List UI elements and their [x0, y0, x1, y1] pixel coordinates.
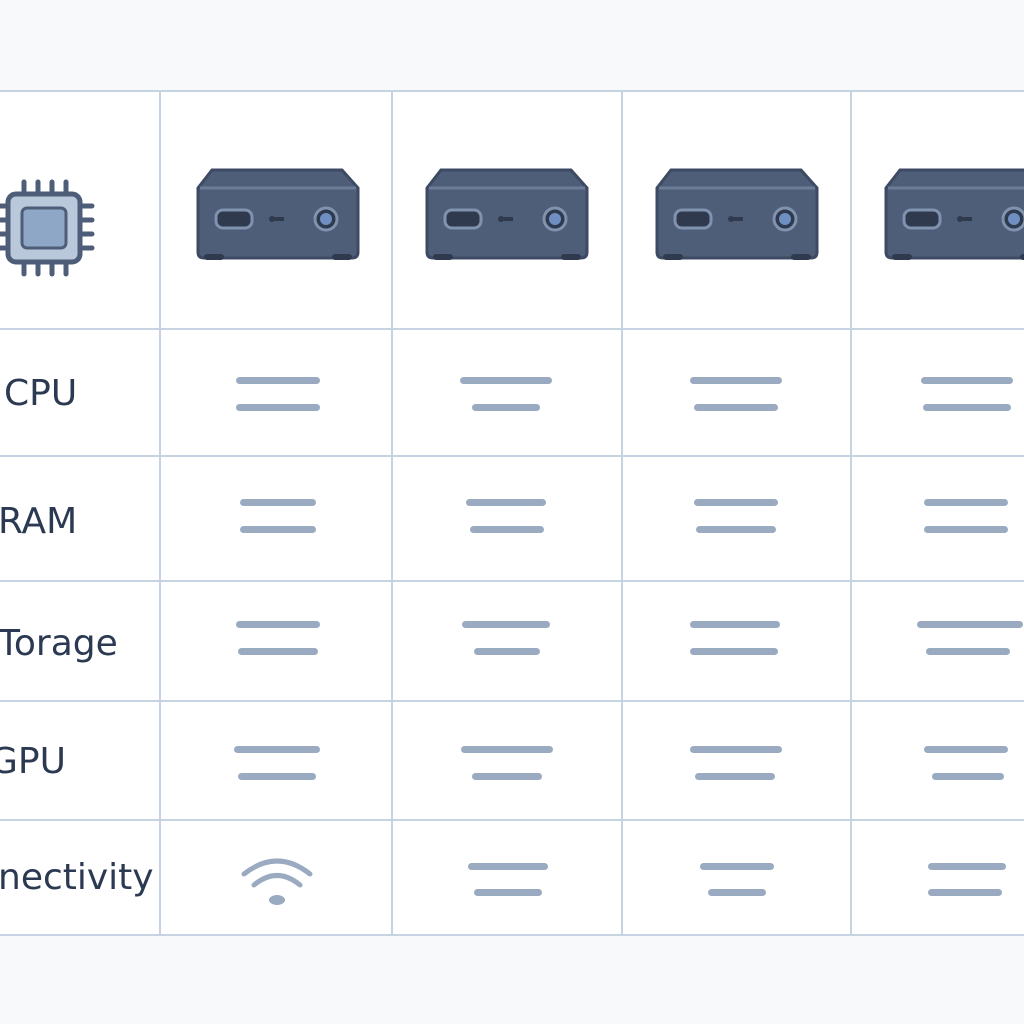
placeholder-line [240, 499, 316, 506]
mini-pc-icon [882, 166, 1024, 262]
column-divider [850, 92, 852, 934]
placeholder-line [468, 863, 548, 870]
column-divider [159, 92, 161, 934]
placeholder-line [690, 746, 782, 753]
placeholder-line [694, 499, 778, 506]
placeholder-line [461, 746, 553, 753]
mini-pc-icon [194, 166, 362, 262]
placeholder-line [928, 863, 1006, 870]
placeholder-line [924, 499, 1008, 506]
placeholder-line [472, 404, 540, 411]
placeholder-line [696, 526, 776, 533]
row-divider [0, 328, 1024, 330]
placeholder-line [472, 773, 542, 780]
placeholder-line [690, 377, 782, 384]
placeholder-line [917, 621, 1023, 628]
placeholder-line [466, 499, 546, 506]
placeholder-line [921, 377, 1013, 384]
placeholder-line [460, 377, 552, 384]
placeholder-line [932, 773, 1004, 780]
comparison-table: CPU RAM Torage GPU nectivity [0, 90, 1024, 936]
placeholder-line [236, 377, 320, 384]
placeholder-line [690, 621, 780, 628]
placeholder-line [462, 621, 550, 628]
placeholder-line [700, 863, 774, 870]
mini-pc-icon [653, 166, 821, 262]
placeholder-line [690, 648, 778, 655]
placeholder-line [236, 621, 320, 628]
column-divider [391, 92, 393, 934]
placeholder-line [923, 404, 1011, 411]
row-label-ram: RAM [0, 501, 78, 542]
row-label-storage: Torage [0, 623, 118, 664]
placeholder-line [236, 404, 320, 411]
placeholder-line [695, 773, 775, 780]
mini-pc-icon [423, 166, 591, 262]
row-divider [0, 700, 1024, 702]
placeholder-line [240, 526, 316, 533]
placeholder-line [926, 648, 1010, 655]
placeholder-line [928, 889, 1002, 896]
row-label-gpu: GPU [0, 741, 66, 782]
row-divider [0, 455, 1024, 457]
placeholder-line [238, 773, 316, 780]
row-divider [0, 580, 1024, 582]
placeholder-line [474, 889, 542, 896]
wifi-icon [240, 854, 314, 910]
row-divider [0, 819, 1024, 821]
placeholder-line [470, 526, 544, 533]
placeholder-line [708, 889, 766, 896]
placeholder-line [924, 526, 1008, 533]
placeholder-line [238, 648, 318, 655]
column-divider [621, 92, 623, 934]
placeholder-line [234, 746, 320, 753]
cpu-chip-icon [0, 176, 98, 280]
row-label-cpu: CPU [4, 373, 78, 414]
placeholder-line [474, 648, 540, 655]
placeholder-line [694, 404, 778, 411]
placeholder-line [924, 746, 1008, 753]
row-label-connectivity: nectivity [0, 857, 154, 898]
